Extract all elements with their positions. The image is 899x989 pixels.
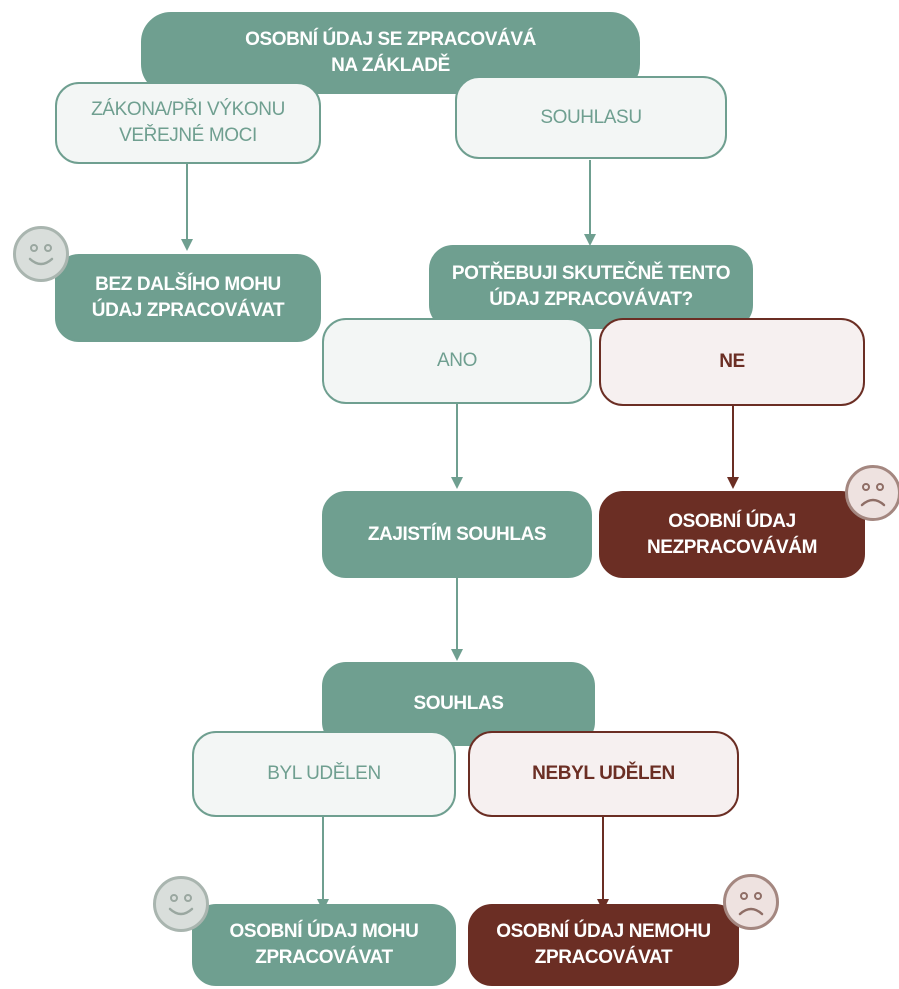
consent-granted: BYL UDĚLEN <box>192 731 456 817</box>
question-node: POTŘEBUJI SKUTEČNĚ TENTO ÚDAJ ZPRACOVÁVA… <box>429 245 753 329</box>
branch-law: ZÁKONA/PŘI VÝKONU VEŘEJNÉ MOCI <box>55 82 321 164</box>
consent-not-granted: NEBYL UDĚLEN <box>468 731 739 817</box>
happy-face-icon <box>153 876 209 932</box>
secure-consent-node: ZAJISTÍM SOUHLAS <box>322 491 592 578</box>
answer-yes: ANO <box>322 318 592 404</box>
law-result: BEZ DALŠÍHO MOHU ÚDAJ ZPRACOVÁVAT <box>55 254 321 342</box>
answer-no: NE <box>599 318 865 406</box>
no-result-node: OSOBNÍ ÚDAJ NEZPRACOVÁVÁM <box>599 491 865 578</box>
happy-face-icon <box>13 226 69 282</box>
sad-face-icon <box>845 465 899 521</box>
final-cannot-node: OSOBNÍ ÚDAJ NEMOHU ZPRACOVÁVAT <box>468 904 739 986</box>
final-can-node: OSOBNÍ ÚDAJ MOHU ZPRACOVÁVAT <box>192 904 456 986</box>
branch-consent: SOUHLASU <box>455 76 727 159</box>
sad-face-icon <box>723 874 779 930</box>
